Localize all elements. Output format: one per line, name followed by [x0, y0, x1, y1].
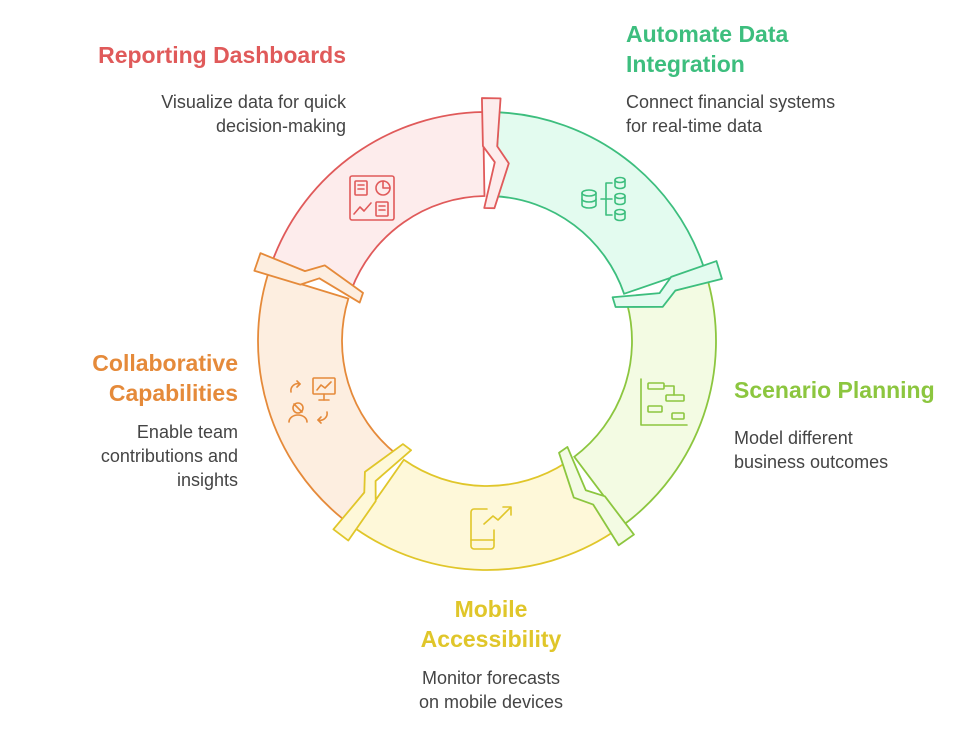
mobile-description: Monitor forecasts on mobile devices	[418, 668, 564, 712]
database-hierarchy-icon	[581, 176, 626, 222]
reporting-title: Reporting Dashboards	[98, 42, 346, 68]
connector-integration-scenario	[611, 260, 723, 308]
collaboration-presentation-icon	[288, 377, 336, 424]
segment-reporting	[272, 111, 486, 291]
reporting-description: Visualize data for quick decision-making	[161, 92, 346, 136]
collab-title: Collaborative Capabilities	[92, 350, 238, 406]
connector-reporting-integration	[481, 97, 510, 210]
collab-description: Enable team contributions and insights	[100, 422, 238, 490]
mobile-title: Mobile Accessibility	[420, 596, 562, 652]
dashboard-icon	[349, 175, 395, 221]
connector-scenario-mobile	[558, 446, 635, 547]
integration-title: Automate Data Integration	[626, 21, 789, 77]
segment-scenario	[573, 280, 717, 526]
integration-description: Connect financial systems for real-time …	[626, 92, 836, 136]
segment-rings	[257, 111, 717, 571]
scenario-description: Model different business outcomes	[734, 428, 889, 472]
connector-collab-reporting	[253, 252, 364, 304]
segment-connectors	[253, 97, 723, 547]
connector-mobile-collab	[332, 443, 412, 542]
scenario-title: Scenario Planning	[734, 377, 935, 403]
gantt-chart-icon	[640, 378, 688, 426]
mobile-growth-icon	[470, 506, 512, 550]
segment-integration	[493, 111, 705, 295]
